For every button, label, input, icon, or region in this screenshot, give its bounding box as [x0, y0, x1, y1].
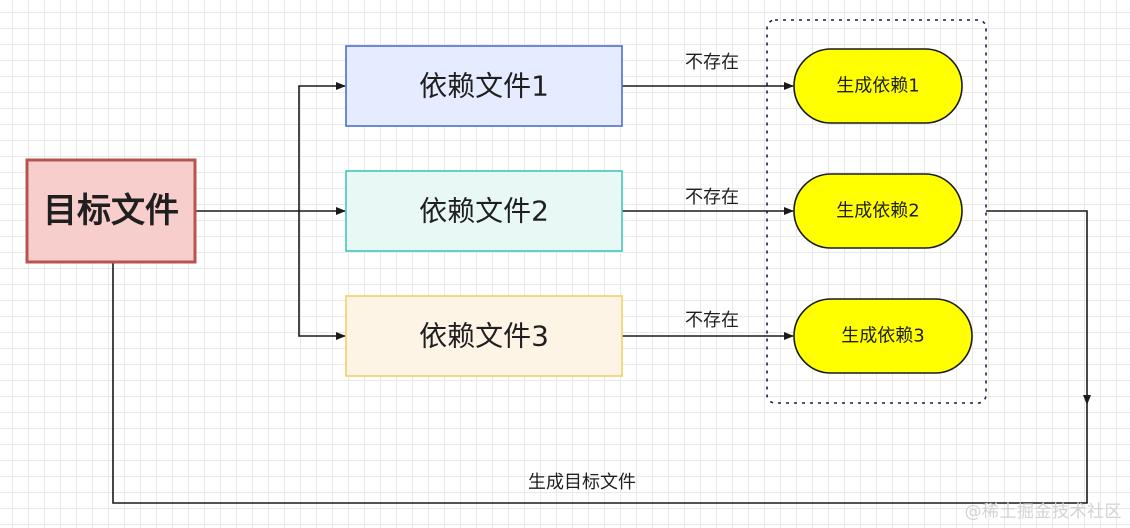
- dependency-node-2-label: 依赖文件2: [419, 195, 549, 228]
- edge-gen2-to-corner: [986, 210, 1091, 405]
- edge-label-generate-target: 生成目标文件: [528, 472, 636, 493]
- generate-node-1-label: 生成依赖1: [836, 76, 919, 97]
- dependency-node-1-box: [345, 45, 623, 127]
- dependency-node-3[interactable]: 依赖文件3: [345, 295, 623, 377]
- edge-label-missing-2: 不存在: [685, 187, 739, 208]
- edge-target-to-dep3: [298, 211, 346, 340]
- generate-node-1[interactable]: 生成依赖1: [793, 48, 963, 124]
- edge-label-missing-3: 不存在: [685, 310, 739, 331]
- dependency-to-generate-edges: [622, 82, 794, 340]
- generate-node-3-label: 生成依赖3: [841, 326, 924, 347]
- watermark: @稀土掘金技术社区: [964, 502, 1122, 522]
- return-edge: [112, 210, 1091, 504]
- edge-corner-to-target: [112, 263, 1088, 504]
- dependency-node-1-label: 依赖文件1: [419, 70, 549, 103]
- target-to-dependency-edges: [196, 82, 346, 340]
- generate-node-2-label: 生成依赖2: [836, 201, 919, 222]
- target-file-node[interactable]: 目标文件: [25, 158, 197, 264]
- edge-target-to-dep1: [298, 82, 346, 211]
- generate-node-2-box: [793, 173, 963, 249]
- dependency-node-3-box: [345, 295, 623, 377]
- target-file-node-box: [25, 158, 197, 264]
- dependency-node-1[interactable]: 依赖文件1: [345, 45, 623, 127]
- edge-label-missing-1: 不存在: [685, 52, 739, 73]
- dependency-node-2-box: [345, 170, 623, 252]
- generate-node-1-box: [793, 48, 963, 124]
- generate-node-3[interactable]: 生成依赖3: [793, 298, 973, 374]
- generate-node-2[interactable]: 生成依赖2: [793, 173, 963, 249]
- generate-node-3-box: [793, 298, 973, 374]
- dependency-node-3-label: 依赖文件3: [419, 320, 549, 353]
- dependency-node-2[interactable]: 依赖文件2: [345, 170, 623, 252]
- target-file-node-label: 目标文件: [43, 191, 179, 231]
